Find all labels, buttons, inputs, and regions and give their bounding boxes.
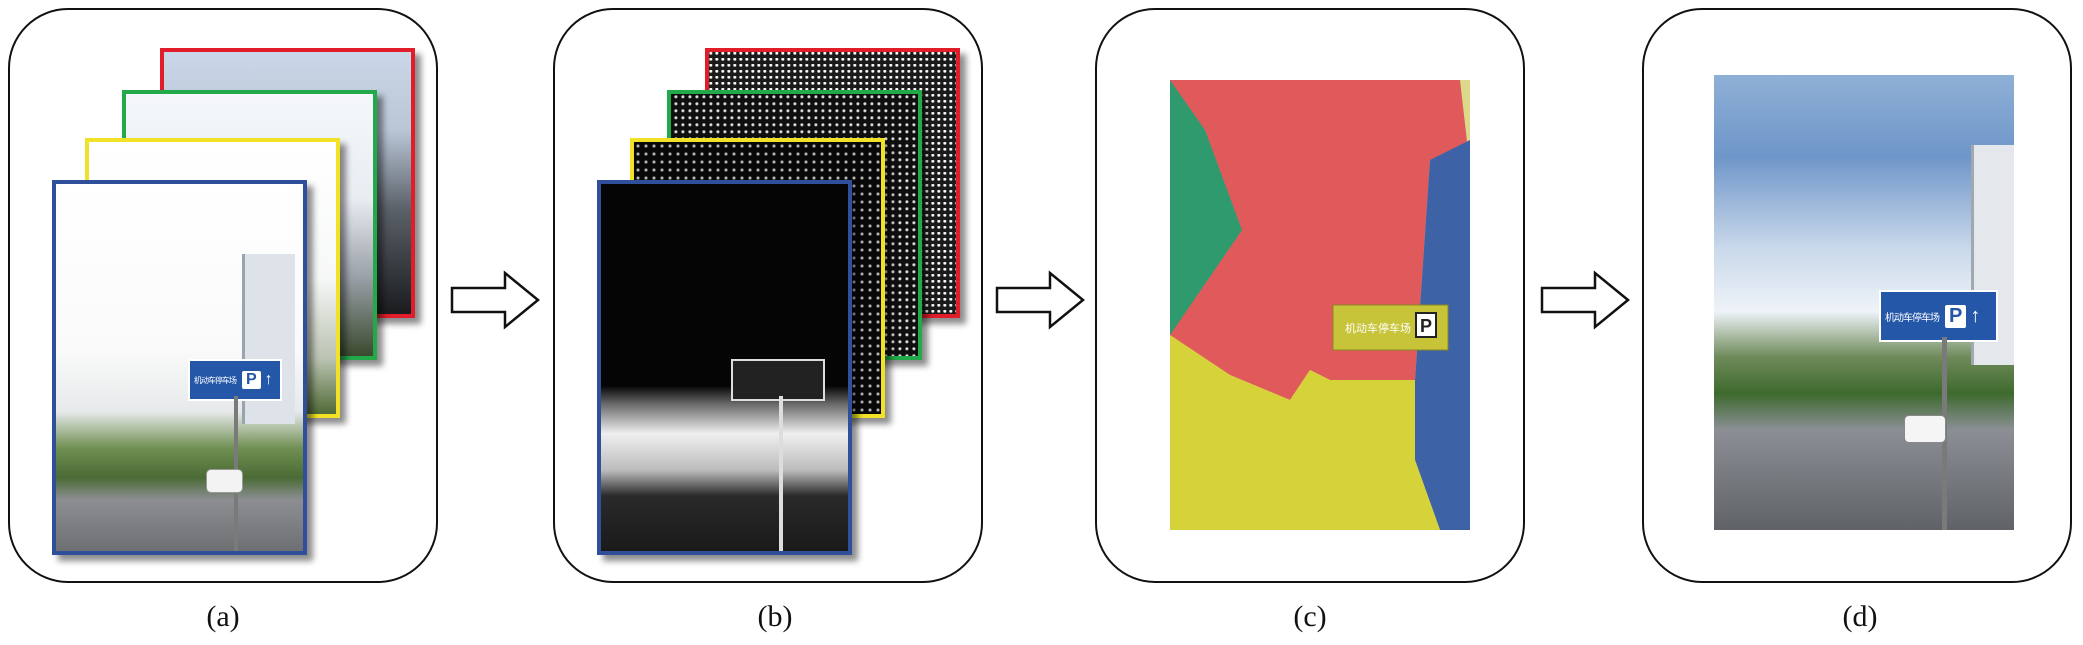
sign-up-arrow-icon: ↑ <box>1970 304 1981 327</box>
car <box>1904 415 1946 443</box>
sign-chinese-text: 机动车停车场 <box>194 375 237 385</box>
segmentation-map: 机动车停车场 P <box>1170 80 1470 530</box>
right-arrow-icon <box>995 270 1085 330</box>
car <box>206 469 243 493</box>
caption-b: (b) <box>757 600 793 633</box>
frame-blue <box>597 180 852 555</box>
road-sign: 机动车停车场 P ↑ <box>188 359 282 401</box>
panel-a: 机动车停车场 P ↑ <box>8 8 438 583</box>
binary-sign <box>731 359 825 401</box>
enhanced-photo: 机动车停车场 P ↑ <box>1714 75 2014 530</box>
svg-text:P: P <box>1420 316 1432 336</box>
frame-blue: 机动车停车场 P ↑ <box>52 180 307 555</box>
panel-b <box>553 8 983 583</box>
right-arrow-icon <box>450 270 540 330</box>
segment-sign-text: 机动车停车场 <box>1345 321 1411 335</box>
caption-c: (c) <box>1293 600 1327 633</box>
sign-chinese-text: 机动车停车场 <box>1885 312 1940 324</box>
caption-d: (d) <box>1842 600 1878 633</box>
sign-p-label: P <box>1945 304 1967 328</box>
sign-up-arrow-icon: ↑ <box>264 371 273 388</box>
caption-a: (a) <box>206 600 240 633</box>
road-sign: 机动车停车场 P ↑ <box>1879 290 1998 342</box>
sign-p-label: P <box>242 371 261 389</box>
binary-pole <box>779 396 783 551</box>
right-arrow-icon <box>1540 270 1630 330</box>
panel-c: 机动车停车场 P <box>1095 8 1525 583</box>
panel-d: 机动车停车场 P ↑ <box>1642 8 2072 583</box>
